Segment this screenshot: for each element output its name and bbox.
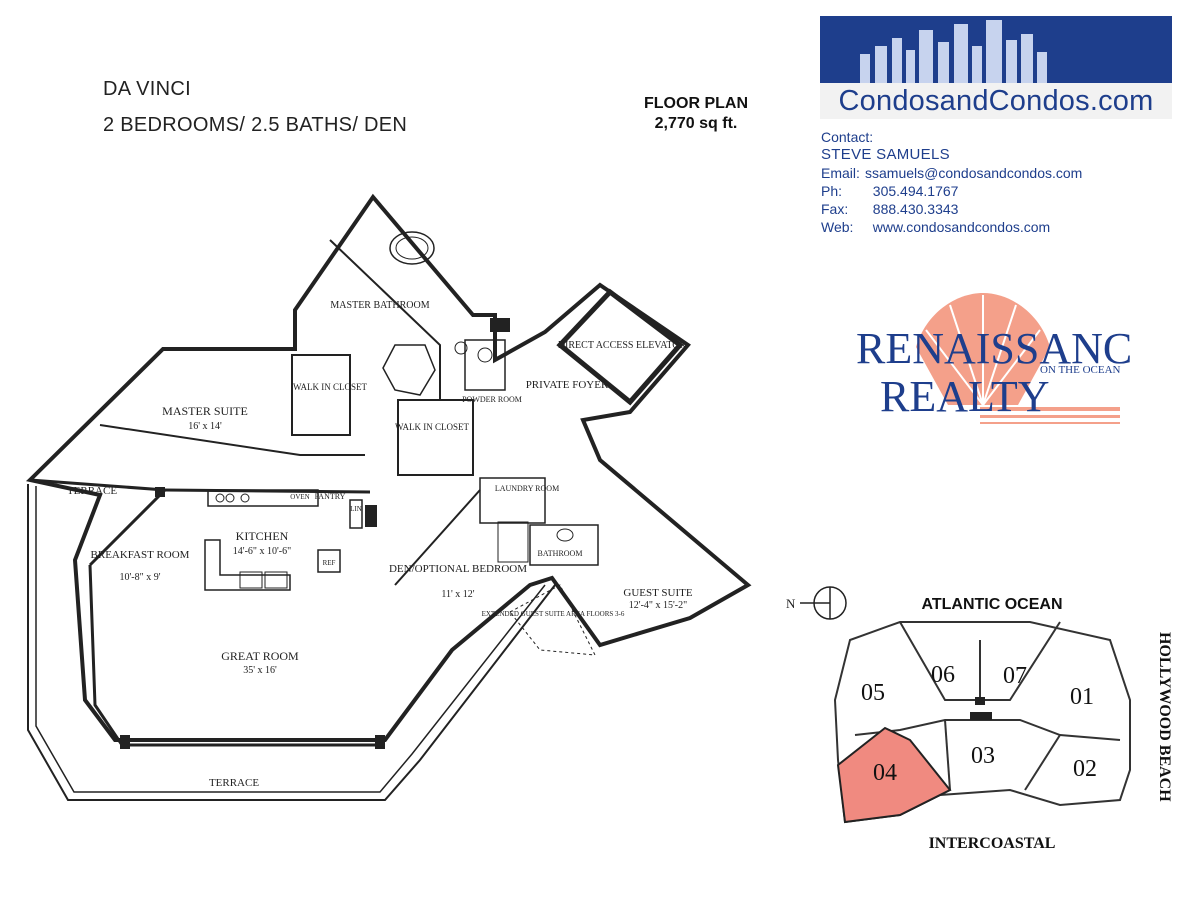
label-lin: LIN (350, 505, 362, 513)
compass-icon: N (786, 586, 847, 620)
floor-plan-heading: FLOOR PLAN 2,770 sq ft. (626, 94, 766, 134)
model-name: DA VINCI (103, 78, 191, 100)
label-walk-in-closet-2: WALK IN CLOSET (395, 422, 469, 432)
label-breakfast-room: BREAKFAST ROOM (91, 549, 190, 561)
web-row: Web: www.condosandcondos.com (821, 218, 1082, 236)
label-walk-in-closet-1: WALK IN CLOSET (293, 382, 367, 392)
compass-label: N (786, 596, 796, 611)
fax-number: 888.430.3343 (872, 201, 959, 217)
label-atlantic-ocean: ATLANTIC OCEAN (921, 596, 1062, 613)
shell-ribs (925, 295, 1041, 406)
web-link[interactable]: www.condosandcondos.com (872, 219, 1051, 235)
unit-06[interactable]: 06 (931, 662, 955, 688)
phone-row: Ph: 305.494.1767 (821, 182, 1082, 200)
label-master-suite: MASTER SUITE (162, 404, 248, 418)
dim-master-suite: 16' x 14' (188, 421, 222, 432)
dim-den: 11' x 12' (441, 589, 474, 600)
label-den: DEN/OPTIONAL BEDROOM (389, 563, 527, 575)
email-label: Email: (821, 165, 860, 181)
label-private-foyer: PRIVATE FOYER (526, 379, 609, 391)
floor-plan-drawing: MASTER BATHROOM WALK IN CLOSET WALK IN C… (25, 193, 752, 801)
dim-breakfast-room: 10'-8" x 9' (119, 572, 160, 583)
site-name: CondosandCondos.com (820, 83, 1172, 119)
dim-kitchen: 14'-6" x 10'-6" (233, 546, 291, 557)
floor-plan-area: 2,770 sq ft. (654, 115, 738, 132)
model-specs: 2 BEDROOMS/ 2.5 BATHS/ DEN (103, 114, 408, 136)
contact-heading: Contact: (821, 129, 874, 145)
floor-plan-label: FLOOR PLAN (644, 95, 748, 112)
phone-label: Ph: (821, 183, 843, 199)
label-kitchen: KITCHEN (236, 529, 289, 543)
fax-label: Fax: (821, 201, 849, 217)
phone-number[interactable]: 305.494.1767 (872, 183, 959, 199)
label-elevator: DIRECT ACCESS ELEVATOR (558, 340, 687, 351)
label-pantry: PANTRY (315, 492, 346, 501)
logo-tagline: ON THE OCEAN (1040, 364, 1121, 376)
skyline-graphic (820, 16, 1172, 83)
renaissance-realty-logo: RENAISSANCE REALTY ON THE OCEAN (856, 293, 1130, 424)
label-guest-suite: GUEST SUITE (623, 587, 692, 599)
logo-line1: RENAISSANCE (856, 324, 1130, 373)
agent-name: STEVE SAMUELS (821, 146, 950, 163)
label-master-bathroom: MASTER BATHROOM (330, 300, 429, 311)
fax-row: Fax: 888.430.3343 (821, 200, 1082, 218)
unit-04[interactable]: 04 (873, 760, 897, 786)
building-site-map: N ATLANTIC OCEAN INTERCOASTAL HOLLYWOOD … (786, 586, 1173, 852)
contact-block: Contact: STEVE SAMUELS Email: ssamuels@co… (821, 128, 1082, 236)
unit-07[interactable]: 07 (1003, 663, 1027, 689)
label-oven: OVEN (290, 493, 309, 501)
dim-guest-suite: 12'-4" x 15'-2" (629, 600, 687, 611)
dim-great-room: 35' x 16' (243, 665, 277, 676)
label-ref: REF (323, 559, 336, 567)
label-powder-room: POWDER ROOM (462, 395, 522, 404)
email-link[interactable]: ssamuels@condosandcondos.com (865, 165, 1083, 181)
email-row: Email: ssamuels@condosandcondos.com (821, 164, 1082, 182)
label-terrace-bottom: TERRACE (209, 777, 259, 789)
label-bathroom: BATHROOM (538, 549, 583, 558)
label-laundry: LAUNDRY ROOM (495, 484, 559, 493)
unit-02[interactable]: 02 (1073, 756, 1097, 782)
label-extended-area: EXTENDED GUEST SUITE AREA FLOORS 3-6 (482, 610, 625, 618)
label-great-room: GREAT ROOM (221, 649, 299, 663)
unit-05[interactable]: 05 (861, 680, 885, 706)
label-intercoastal: INTERCOASTAL (929, 835, 1056, 852)
logo-line2: REALTY (880, 372, 1050, 421)
unit-04-highlight[interactable] (836, 726, 952, 824)
web-label: Web: (821, 219, 854, 235)
site-banner[interactable]: CondosandCondos.com (820, 16, 1172, 119)
label-terrace-top: TERRACE (67, 485, 117, 497)
label-hollywood-beach: HOLLYWOOD BEACH (1156, 632, 1173, 802)
unit-03[interactable]: 03 (971, 743, 995, 769)
unit-01[interactable]: 01 (1070, 684, 1094, 710)
